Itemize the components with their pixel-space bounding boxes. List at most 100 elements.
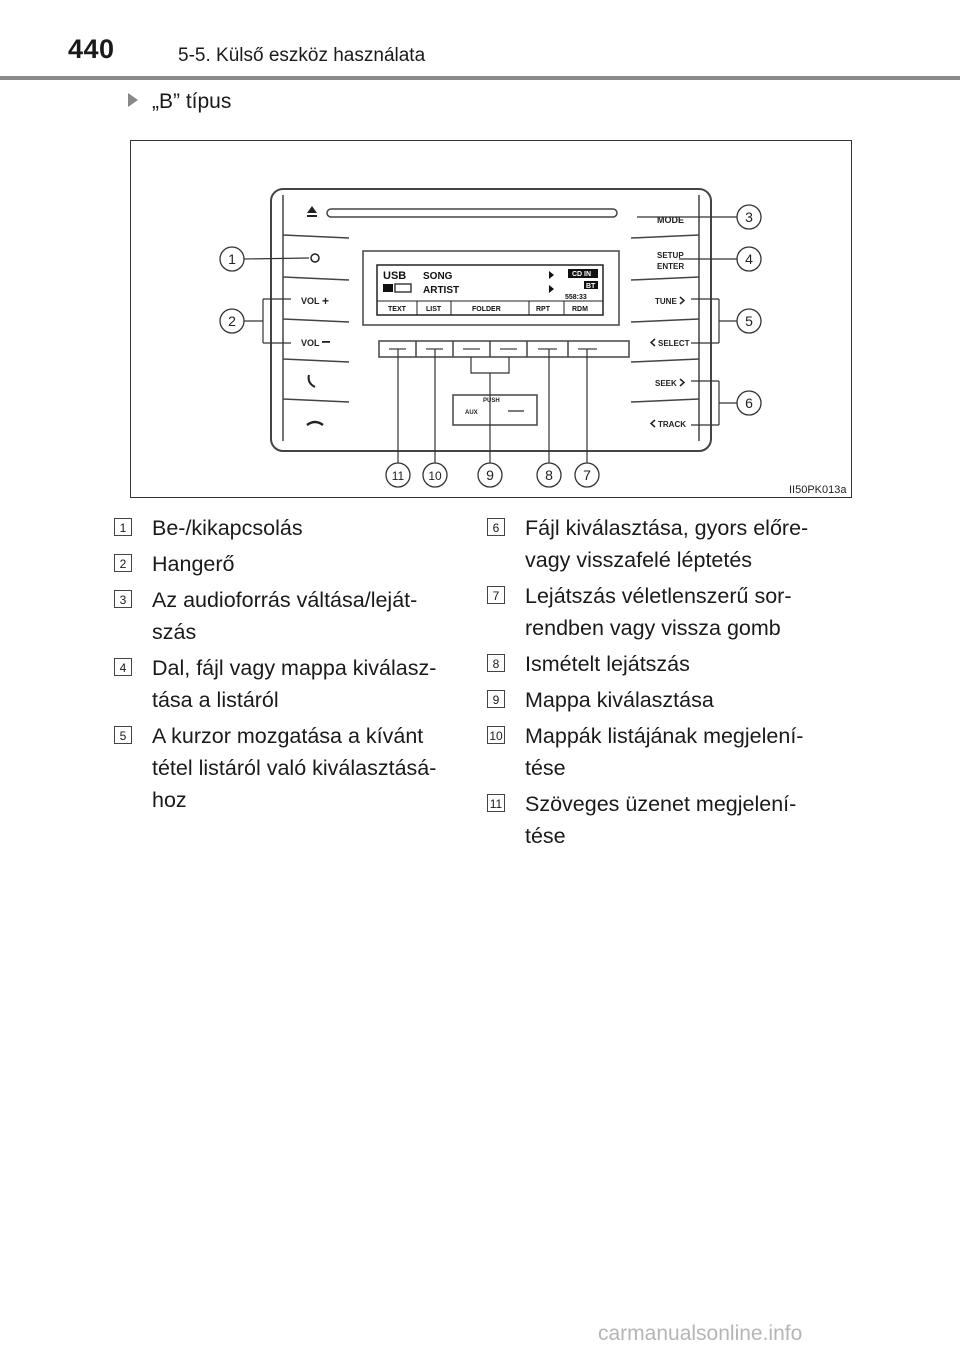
aux-label: AUX xyxy=(465,410,478,416)
callout-11: 11 xyxy=(392,469,405,483)
chevron-left-icon xyxy=(649,338,656,347)
legend-number: 4 xyxy=(114,658,132,676)
enter-label: ENTER xyxy=(657,262,684,271)
legend-number: 11 xyxy=(487,794,505,812)
plus-icon: + xyxy=(322,294,329,308)
subheading: „B” típus xyxy=(128,90,231,114)
lcd-screen xyxy=(376,264,604,316)
mode-label: MODE xyxy=(657,215,684,225)
callout-10: 10 xyxy=(428,469,442,483)
legend-item: 2 Hangerő xyxy=(114,548,454,580)
legend-number: 10 xyxy=(487,726,505,744)
subheading-text: „B” típus xyxy=(152,90,232,113)
lcd-song: SONG xyxy=(423,271,453,282)
phone-icon xyxy=(307,374,316,388)
lcd-artist: ARTIST xyxy=(423,285,459,296)
callout-5: 5 xyxy=(745,313,753,329)
legend-item: 5 A kurzor mozgatása a kívánt tétel listá… xyxy=(114,720,454,816)
legend-text: Ismételt lejátszás xyxy=(525,652,690,676)
legend-text: Hangerő xyxy=(152,552,235,576)
legend-text: Mappa kiválasztása xyxy=(525,688,714,712)
left-buttons xyxy=(282,195,350,441)
legend-item: 9 Mappa kiválasztása xyxy=(487,684,827,716)
legend-text: Dal, fájl vagy mappa kiválasz-tása a lis… xyxy=(152,656,437,712)
legend-text: Mappák listájának megjelení-tése xyxy=(525,724,804,780)
port-cover xyxy=(452,394,538,426)
display-panel xyxy=(362,250,620,326)
legend-right: 6 Fájl kiválasztása, gyors előre- vagy vi… xyxy=(487,512,827,856)
lcd-cd-badge xyxy=(568,269,598,278)
push-label: PUSH xyxy=(483,398,500,404)
lcd-softkey-folder: FOLDER xyxy=(472,306,501,313)
callout-circles xyxy=(219,204,762,488)
cd-slot xyxy=(326,208,618,218)
legend-number: 2 xyxy=(114,554,132,572)
legend-number: 8 xyxy=(487,654,505,672)
footer-watermark[interactable]: carmanualsonline.info xyxy=(598,1322,803,1345)
legend-item: 8 Ismételt lejátszás xyxy=(487,648,827,680)
hangup-icon xyxy=(306,420,324,427)
lcd-softkey-text: TEXT xyxy=(388,306,407,313)
header-rule xyxy=(0,76,960,80)
legend-number: 1 xyxy=(114,518,132,536)
minus-icon xyxy=(322,341,330,343)
seek-label: SEEK xyxy=(655,379,677,388)
page-header: 440 5-5. Külső eszköz használata xyxy=(0,0,960,80)
lcd-battery-icon xyxy=(383,284,393,292)
track-label: TRACK xyxy=(658,420,686,429)
lcd-arrow-icon xyxy=(549,271,554,279)
legend-item: 6 Fájl kiválasztása, gyors előre- vagy vi… xyxy=(487,512,827,576)
figure-code: II50PK013a xyxy=(789,484,847,496)
vol-up-label: VOL xyxy=(301,296,320,306)
callout-2: 2 xyxy=(228,313,236,329)
legend-item: 10 Mappák listájának megjelení-tése xyxy=(487,720,827,784)
chevron-right-icon xyxy=(679,378,686,387)
legend-left: 1 Be-/kikapcsolás 2 Hangerő 3 Az audioforrá… xyxy=(114,512,454,820)
lcd-softkey-rpt: RPT xyxy=(536,306,551,313)
setup-label: SETUP xyxy=(657,251,684,260)
legend-text: Lejátszás véletlenszerű sor-rendben vagy… xyxy=(525,584,792,640)
eject-icon xyxy=(307,206,317,213)
vol-down-label: VOL xyxy=(301,338,320,348)
section-title: 5-5. Külső eszköz használata xyxy=(178,45,426,66)
legend-text: Az audioforrás váltása/leját-szás xyxy=(152,588,418,644)
lcd-arrow-icon xyxy=(549,285,554,293)
right-buttons xyxy=(630,195,700,441)
legend-number: 3 xyxy=(114,590,132,608)
callout-9: 9 xyxy=(486,467,494,483)
triangle-bullet-icon xyxy=(128,93,138,107)
radio-diagram: VOL + VOL MODE SETUP ENTER TUNE SELECT S… xyxy=(219,188,847,496)
legend-number: 9 xyxy=(487,690,505,708)
select-label: SELECT xyxy=(658,339,690,348)
radio-body xyxy=(270,188,712,452)
legend-text: A kurzor mozgatása a kívánt tétel listár… xyxy=(152,724,437,812)
lcd-battery-frame xyxy=(394,283,412,293)
tune-label: TUNE xyxy=(655,297,677,306)
page-number: 440 xyxy=(68,34,115,64)
callout-4: 4 xyxy=(745,251,753,267)
legend-text: Fájl kiválasztása, gyors előre- vagy vis… xyxy=(525,516,809,572)
callout-6: 6 xyxy=(745,395,753,411)
lcd-cd-in: CD IN xyxy=(572,271,591,278)
preset-keys xyxy=(378,340,630,358)
power-icon xyxy=(310,253,320,263)
legend-number: 5 xyxy=(114,726,132,744)
callout-leaders xyxy=(243,216,737,463)
lcd-time: 558:33 xyxy=(565,294,587,301)
lcd-bt-badge xyxy=(584,281,598,289)
legend-item: 3 Az audioforrás váltása/leját-szás xyxy=(114,584,454,648)
callout-3: 3 xyxy=(745,209,753,225)
chevron-left-icon xyxy=(649,419,656,428)
callout-numbers: 1 2 3 4 5 6 7 8 9 10 11 xyxy=(228,209,753,483)
legend-item: 1 Be-/kikapcsolás xyxy=(114,512,454,544)
legend-item: 7 Lejátszás véletlenszerű sor-rendben vag… xyxy=(487,580,827,644)
lcd-bt: BT xyxy=(586,283,596,290)
radio-figure: VOL + VOL MODE SETUP ENTER TUNE SELECT S… xyxy=(130,140,852,498)
legend-text: Be-/kikapcsolás xyxy=(152,516,303,540)
lcd-softkey-dividers xyxy=(416,301,565,315)
legend-item: 4 Dal, fájl vagy mappa kiválasz-tása a li… xyxy=(114,652,454,716)
lcd-source: USB xyxy=(383,270,406,282)
legend-number: 7 xyxy=(487,586,505,604)
legend-number: 6 xyxy=(487,518,505,536)
